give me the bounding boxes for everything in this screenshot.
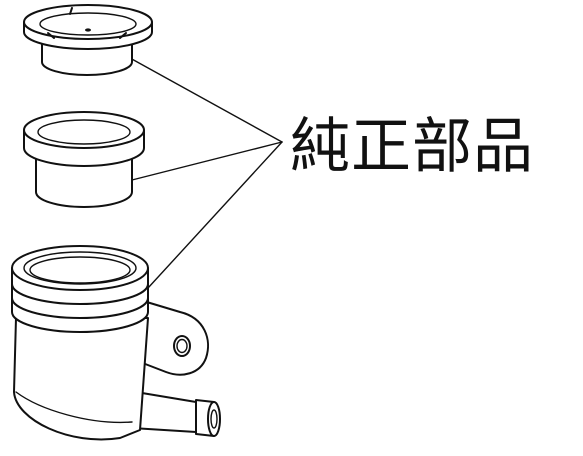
genuine-parts-label: 純正部品 bbox=[290, 112, 534, 182]
rubber-diaphragm-part bbox=[23, 111, 145, 208]
leader-line-diaphragm bbox=[131, 141, 283, 181]
leader-lines bbox=[129, 57, 283, 289]
leader-line-cap bbox=[129, 57, 283, 143]
leader-line-body bbox=[147, 141, 283, 289]
reservoir-body-part bbox=[11, 245, 221, 441]
diaphragm-cap-part bbox=[23, 4, 153, 76]
